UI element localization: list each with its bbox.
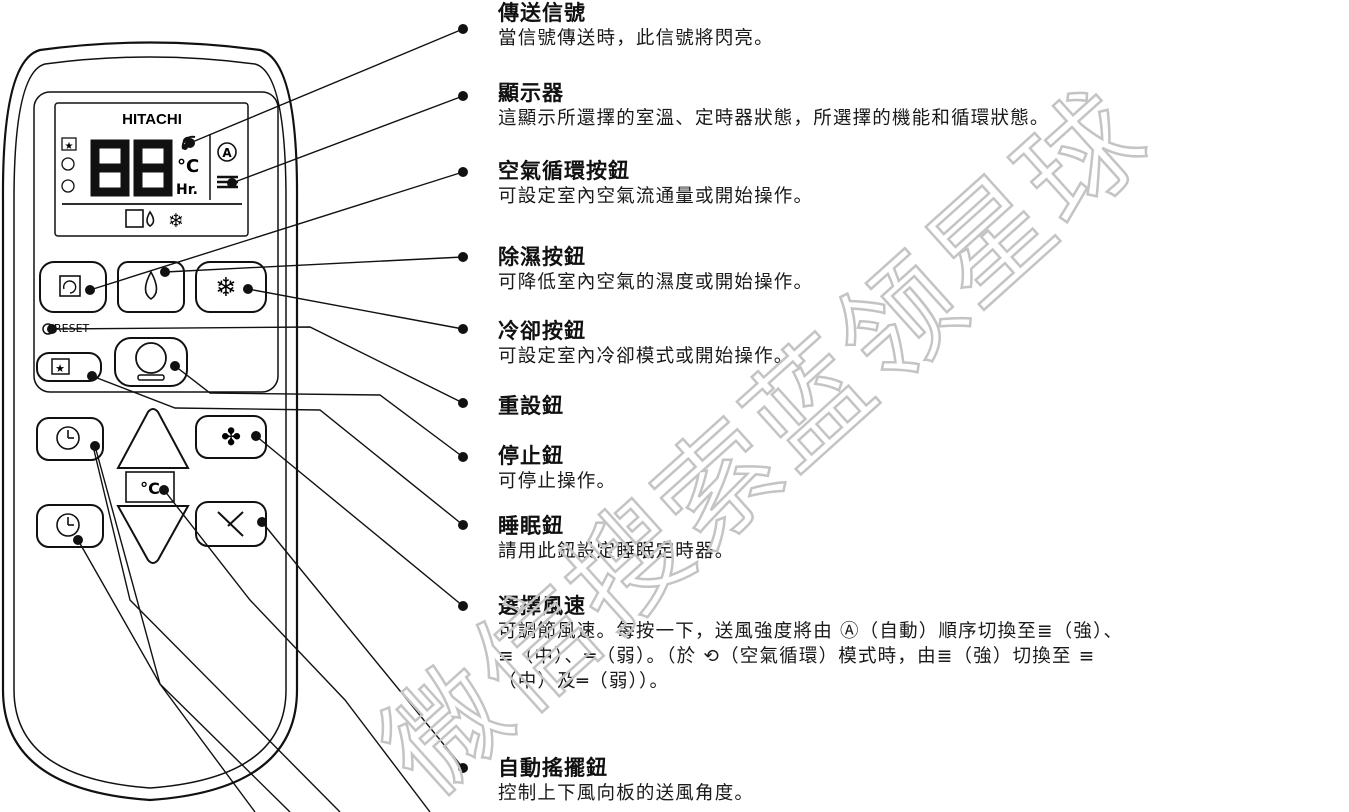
lcd-display: HITACHI ★ °C Hr. A ❄ bbox=[54, 102, 249, 237]
label-desc: 可降低室內空氣的濕度或開始操作。 bbox=[498, 272, 814, 293]
lcd-star-icon bbox=[61, 137, 77, 151]
temperature-down-button[interactable] bbox=[116, 505, 190, 564]
label-title: 傳送信號 bbox=[498, 1, 586, 25]
lcd-timer-on-icon bbox=[61, 157, 75, 171]
label-desc: 控制上下風向板的送風角度。 bbox=[498, 783, 755, 804]
lcd-celsius-unit: °C bbox=[177, 156, 199, 177]
label-desc: （中）及═（弱））。 bbox=[498, 671, 670, 692]
lcd-snow-icon: ❄ bbox=[168, 210, 184, 232]
label-air-circulation: 空氣循環按鈕 可設定室內空氣流通量或開始操作。 bbox=[498, 158, 1338, 209]
label-dehumidify: 除濕按鈕 可降低室內空氣的濕度或開始操作。 bbox=[498, 244, 1338, 295]
lcd-timer-off-icon bbox=[61, 179, 75, 193]
label-title: 重設鈕 bbox=[498, 394, 564, 418]
label-desc: 可設定室內空氣流通量或開始操作。 bbox=[498, 186, 814, 207]
label-title: 睡眠鈕 bbox=[498, 514, 564, 538]
label-desc: 可調節風速。每按一下，送風強度將由 Ⓐ（自動）順序切換至≣（強）、 bbox=[498, 621, 1124, 642]
label-title: 空氣循環按鈕 bbox=[498, 159, 630, 183]
label-desc: 可設定室內冷卻模式或開始操作。 bbox=[498, 346, 794, 367]
label-display: 顯示器 這顯示所還擇的室溫、定時器狀態，所選擇的機能和循環狀態。 bbox=[498, 80, 1338, 131]
label-desc: 這顯示所還擇的室溫、定時器狀態，所選擇的機能和循環狀態。 bbox=[498, 108, 1050, 129]
label-title: 自動搖擺鈕 bbox=[498, 756, 608, 780]
callout-dots bbox=[47, 24, 468, 773]
label-title: 停止鈕 bbox=[498, 444, 564, 468]
brand-logo: HITACHI bbox=[122, 111, 182, 128]
label-desc: ≡（中）、═（弱）。（於 ⟲（空氣循環）模式時，由≣（強）切換至 ≡ bbox=[498, 646, 1096, 667]
svg-text:A: A bbox=[222, 146, 232, 160]
svg-text:★: ★ bbox=[55, 362, 65, 375]
label-title: 冷卻按鈕 bbox=[498, 319, 586, 343]
timer-on-button[interactable] bbox=[36, 417, 104, 461]
lcd-auto-fan-icon bbox=[217, 142, 237, 162]
svg-text:★: ★ bbox=[65, 141, 74, 152]
label-auto-swing: 自動搖擺鈕 控制上下風向板的送風角度。 bbox=[498, 755, 1338, 806]
lcd-hours-unit: Hr. bbox=[176, 182, 198, 198]
label-fan-speed: 選擇風速 可調節風速。每按一下，送風強度將由 Ⓐ（自動）順序切換至≣（強）、 ≡… bbox=[498, 593, 1338, 694]
stop-button[interactable] bbox=[114, 337, 188, 387]
temperature-label-box bbox=[125, 471, 175, 503]
temperature-button-label: °C bbox=[140, 479, 160, 498]
label-title: 除濕按鈕 bbox=[498, 245, 586, 269]
remote-inner-body bbox=[13, 56, 287, 789]
label-sleep: 睡眠鈕 請用此鈕設定睡眠定時器。 bbox=[498, 513, 1338, 564]
label-cooling: 冷卻按鈕 可設定室內冷卻模式或開始操作。 bbox=[498, 318, 1338, 369]
lcd-mode-icons bbox=[125, 209, 155, 228]
label-stop: 停止鈕 可停止操作。 bbox=[498, 443, 1338, 494]
label-desc: 請用此鈕設定睡眠定時器。 bbox=[498, 541, 735, 562]
label-desc: 可停止操作。 bbox=[498, 471, 617, 492]
cooling-button[interactable]: ❄ bbox=[195, 261, 267, 313]
sleep-button[interactable]: ★ bbox=[36, 352, 102, 382]
fan-speed-button[interactable]: ✤ bbox=[195, 415, 267, 459]
air-circulation-button[interactable] bbox=[39, 261, 107, 313]
dehumidify-button[interactable] bbox=[117, 261, 185, 313]
upper-button-panel bbox=[33, 91, 279, 393]
lcd-digits bbox=[90, 139, 173, 197]
svg-text:✤: ✤ bbox=[221, 423, 241, 451]
label-desc: 當信號傳送時，此信號將閃亮。 bbox=[498, 28, 774, 49]
remote-outer-body bbox=[1, 41, 299, 802]
svg-text:❄: ❄ bbox=[215, 273, 237, 303]
label-transmit-signal: 傳送信號 當信號傳送時，此信號將閃亮。 bbox=[498, 0, 1338, 51]
callout-lines bbox=[51, 28, 464, 812]
temperature-up-button[interactable] bbox=[116, 408, 190, 469]
label-title: 顯示器 bbox=[498, 81, 564, 105]
timer-off-button[interactable] bbox=[36, 504, 104, 548]
label-title: 選擇風速 bbox=[498, 594, 586, 618]
label-reset: 重設鈕 bbox=[498, 393, 1338, 419]
